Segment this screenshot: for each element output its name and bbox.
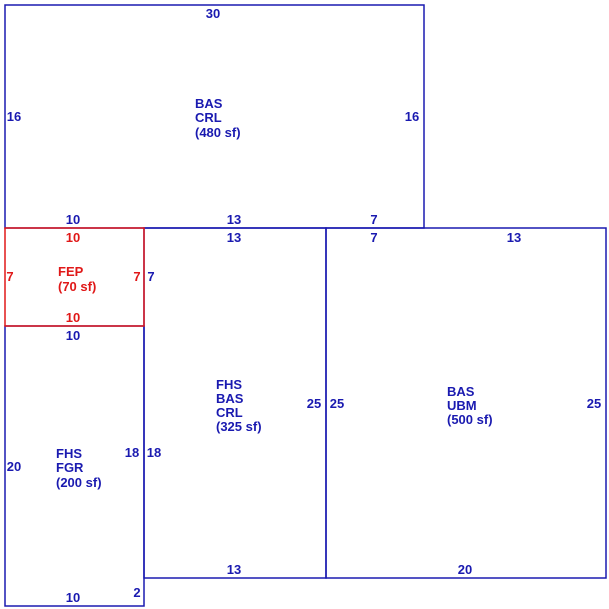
bas-ubm-dim-right: 25 <box>587 396 601 411</box>
bas-ubm-dim-bottom: 20 <box>458 562 472 577</box>
bas-ubm-area: (500 sf) <box>447 412 493 427</box>
fhs-fgr-code-1: FHS <box>56 446 82 461</box>
fhs-bas-crl-dim-top: 13 <box>227 230 241 245</box>
bas-crl-dim-right: 16 <box>405 109 419 124</box>
fhs-bas-crl-code-2: BAS <box>216 391 244 406</box>
fhs-fgr-area: (200 sf) <box>56 475 102 490</box>
fep-dim-bottom: 10 <box>66 310 80 325</box>
fep-dim-right: 7 <box>133 269 140 284</box>
bas-ubm-dim-left: 25 <box>330 396 344 411</box>
fhs-bas-crl-dim-right: 25 <box>307 396 321 411</box>
bas-ubm-dim-top-left: 7 <box>370 230 377 245</box>
fhs-fgr-dim-corner: 2 <box>133 585 140 600</box>
fep-outline <box>4 227 145 327</box>
bas-ubm-code-1: BAS <box>447 384 475 399</box>
fhs-fgr-dim-right: 18 <box>125 445 139 460</box>
bas-ubm-outline <box>325 227 607 579</box>
fep-area: (70 sf) <box>58 279 96 294</box>
bas-ubm-code-2: UBM <box>447 398 477 413</box>
fhs-bas-crl-area: (325 sf) <box>216 419 262 434</box>
fep-dim-top: 10 <box>66 230 80 245</box>
bas-crl-area: (480 sf) <box>195 125 241 140</box>
fhs-bas-crl-dim-left: 7 <box>147 269 154 284</box>
bas-crl-code-1: BAS <box>195 96 223 111</box>
fhs-fgr-dim-bottom: 10 <box>66 590 80 605</box>
fhs-bas-crl-dim-bottom: 13 <box>227 562 241 577</box>
fhs-bas-crl-code-3: CRL <box>216 405 243 420</box>
fep-code: FEP <box>58 264 84 279</box>
fhs-bas-crl-code-1: FHS <box>216 377 242 392</box>
fep-dim-left: 7 <box>6 269 13 284</box>
fhs-bas-crl-dim-left-lower: 18 <box>147 445 161 460</box>
fhs-fgr-dim-top: 10 <box>66 328 80 343</box>
fhs-fgr-dim-left: 20 <box>7 459 21 474</box>
bas-crl-dim-bottom-mid: 13 <box>227 212 241 227</box>
bas-crl-dim-left: 16 <box>7 109 21 124</box>
bas-crl-dim-bottom-left: 10 <box>66 212 80 227</box>
bas-crl-code-2: CRL <box>195 110 222 125</box>
bas-crl-dim-top: 30 <box>206 6 220 21</box>
fhs-fgr-code-2: FGR <box>56 460 84 475</box>
bas-ubm-dim-top-right: 13 <box>507 230 521 245</box>
bas-crl-dim-bottom-right: 7 <box>370 212 377 227</box>
